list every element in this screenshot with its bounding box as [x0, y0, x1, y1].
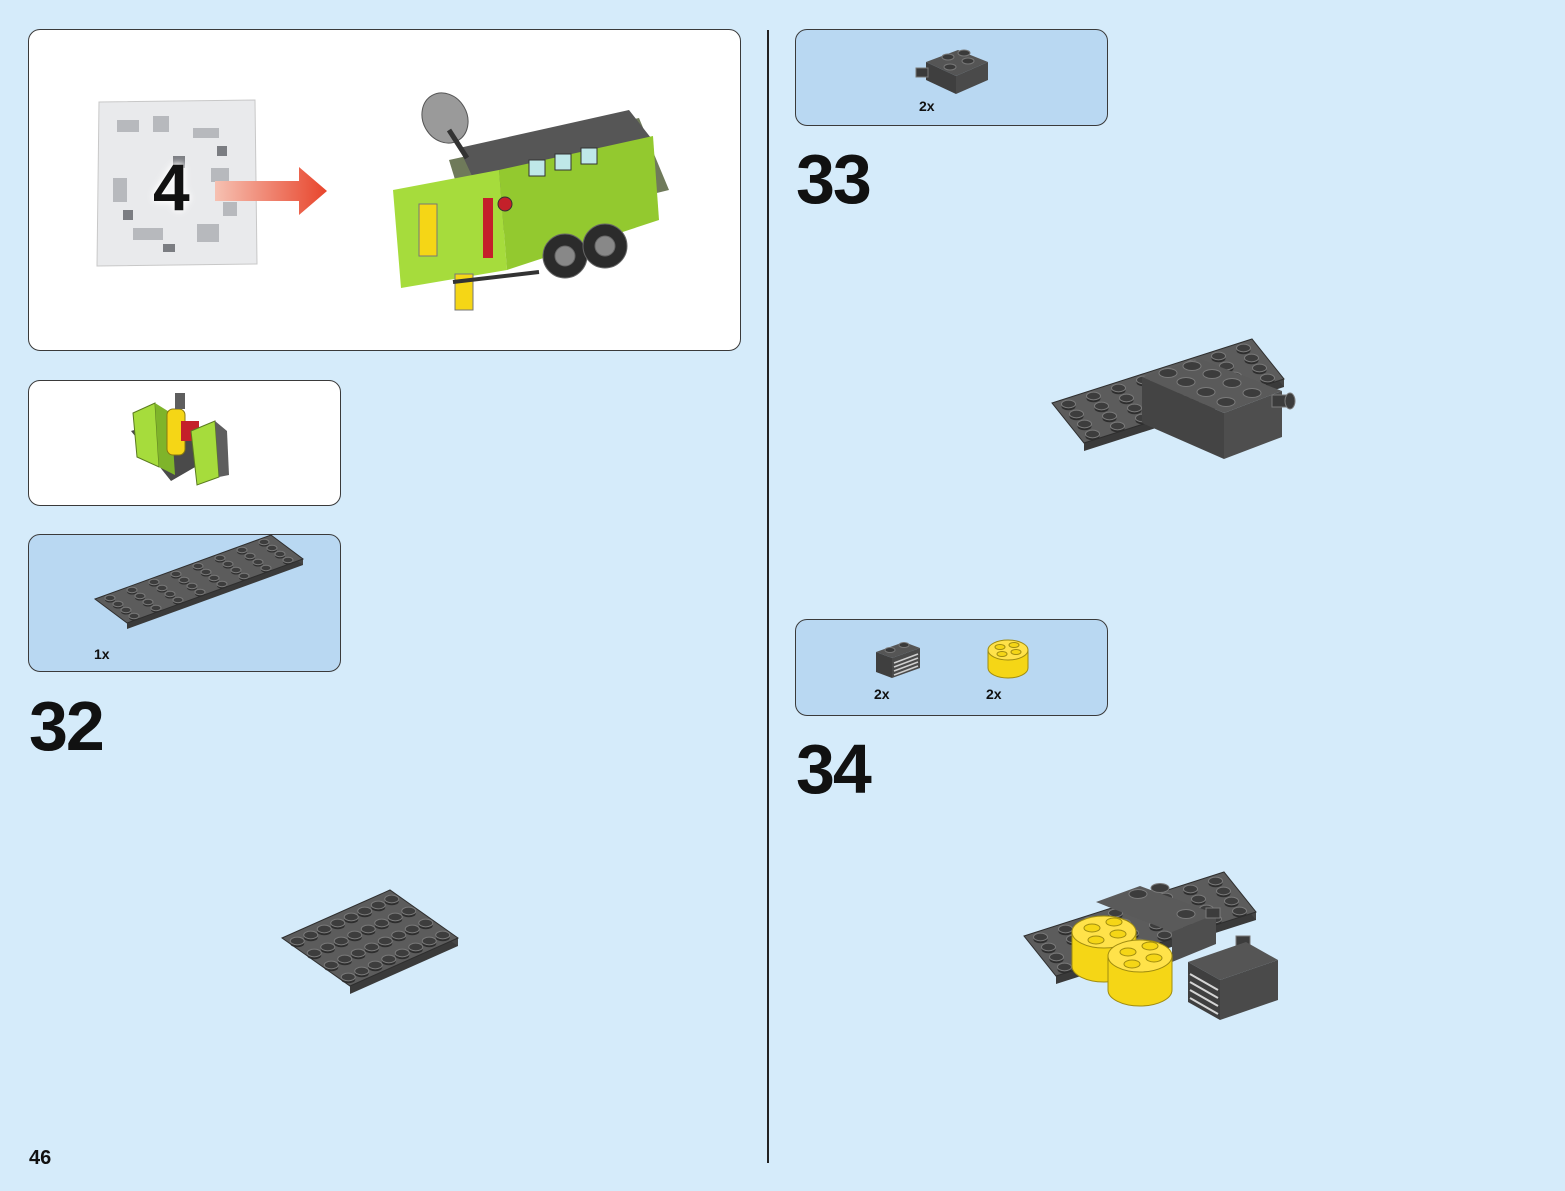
step-32-model-illustration	[280, 890, 545, 1080]
bag-callout-panel: 4	[28, 29, 741, 351]
step-34-model-illustration	[1020, 880, 1285, 1075]
plate-4x8-icon	[93, 547, 283, 647]
trailer-model-illustration	[389, 78, 679, 308]
step-33-parts-panel: 2x	[795, 29, 1108, 126]
bag-number: 4	[153, 154, 188, 220]
subassembly-model-illustration	[131, 391, 241, 491]
step-number: 34	[796, 734, 870, 804]
step-32-parts-panel: 1x	[28, 534, 341, 672]
brick-1x2-grille-icon	[872, 638, 924, 682]
step-34-parts-panel: 2x 2x	[795, 619, 1108, 716]
brick-2x2-side-stud-icon	[914, 40, 994, 96]
subassembly-callout-panel	[28, 380, 341, 506]
part-quantity: 2x	[874, 686, 890, 702]
part-quantity: 2x	[919, 98, 935, 114]
step-number: 33	[796, 144, 870, 214]
brick-2x2-round-icon	[984, 634, 1032, 682]
part-quantity: 1x	[94, 646, 110, 662]
part-quantity: 2x	[986, 686, 1002, 702]
step-number: 32	[29, 691, 103, 761]
arrow-right-icon	[215, 165, 330, 217]
page-number: 46	[29, 1147, 51, 1170]
page-divider	[767, 30, 769, 1163]
step-33-model-illustration	[1050, 355, 1315, 540]
